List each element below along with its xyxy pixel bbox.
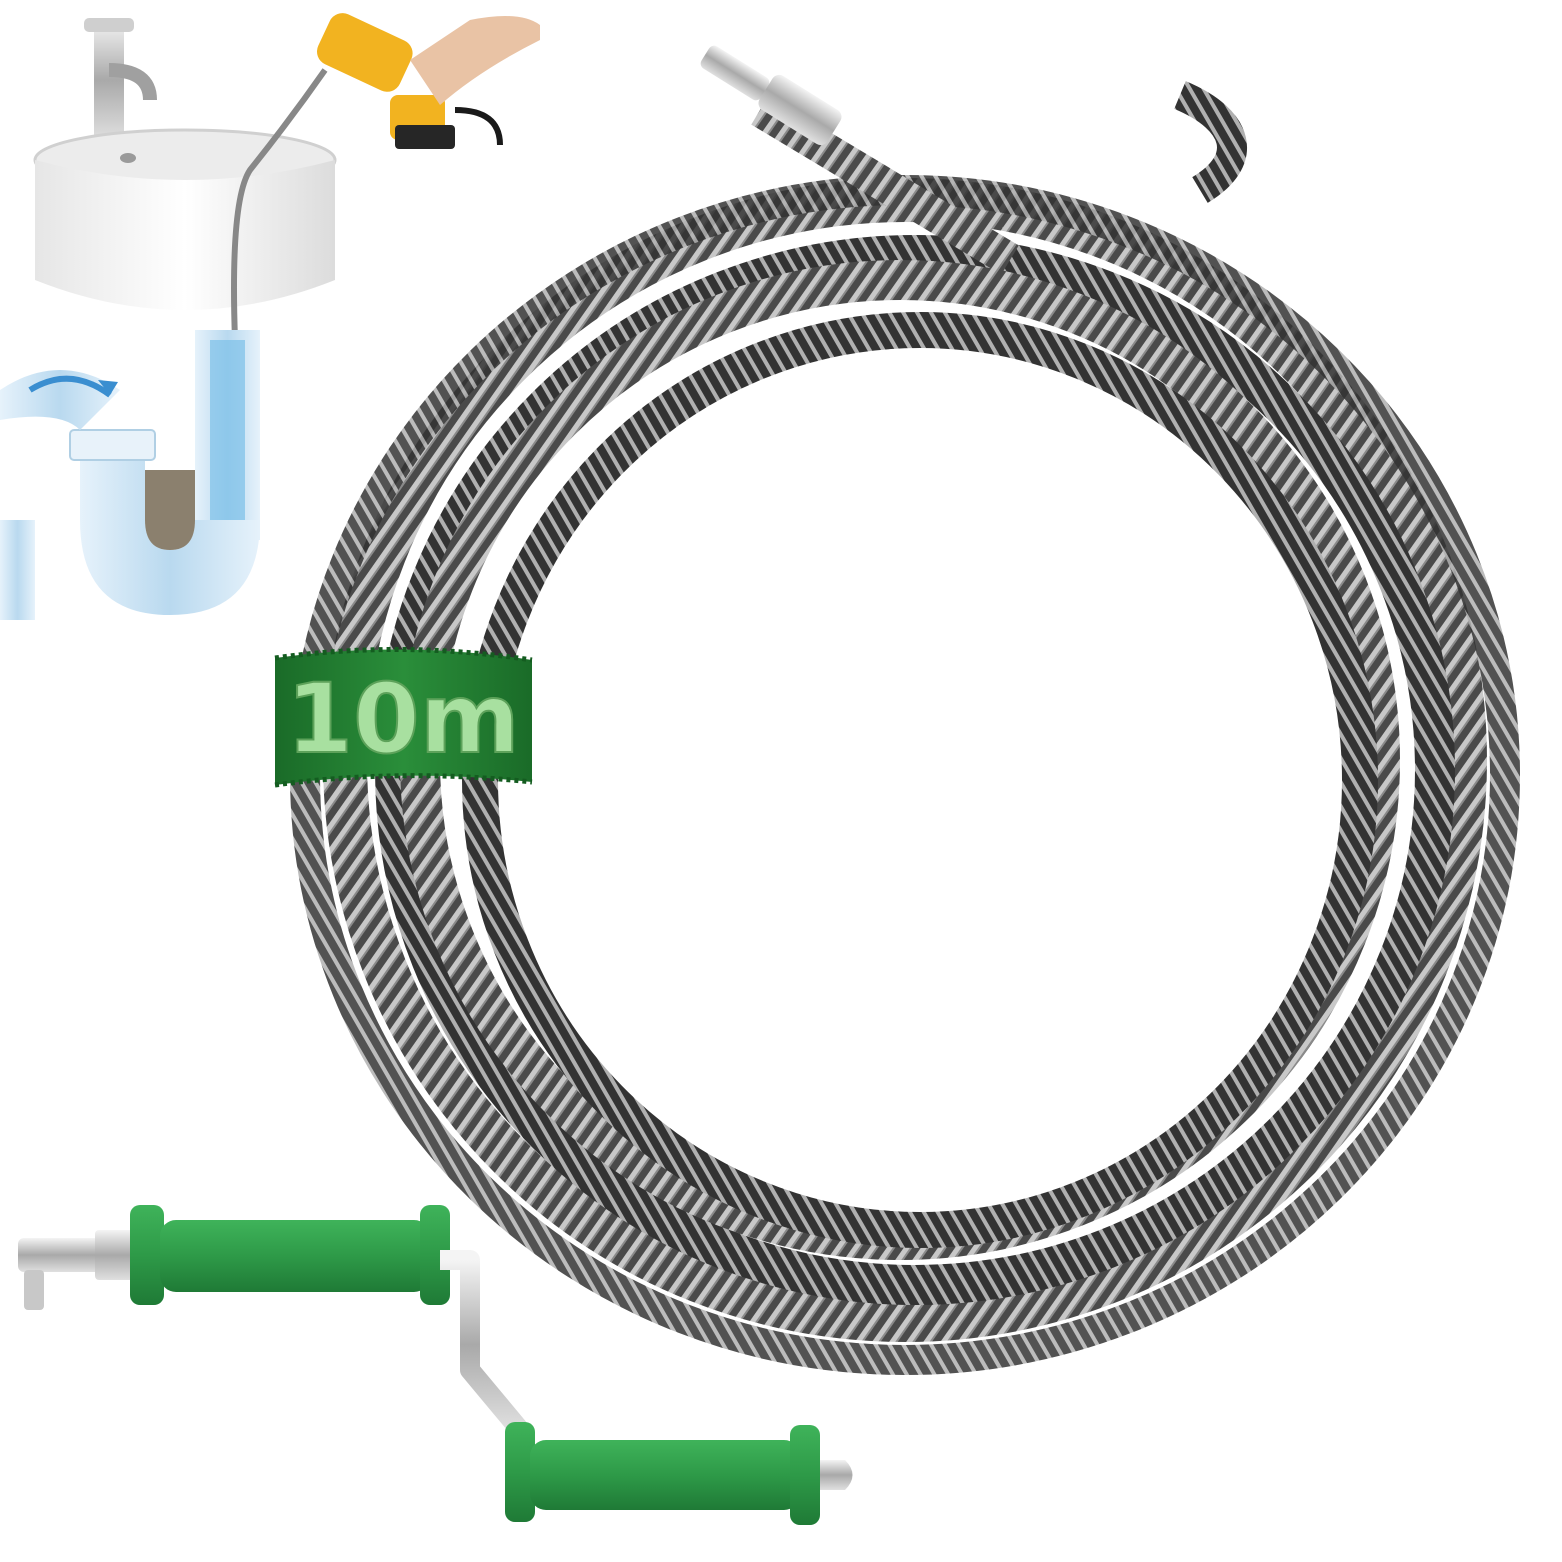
hand-crank-icon (18, 1205, 853, 1525)
drill-adapter-tip (700, 45, 842, 146)
length-label: 10m (286, 663, 520, 775)
p-trap-pipe-icon (0, 330, 260, 620)
sink-icon (33, 18, 337, 310)
length-strap: 10m (274, 646, 533, 788)
power-drill-icon (231, 13, 540, 341)
